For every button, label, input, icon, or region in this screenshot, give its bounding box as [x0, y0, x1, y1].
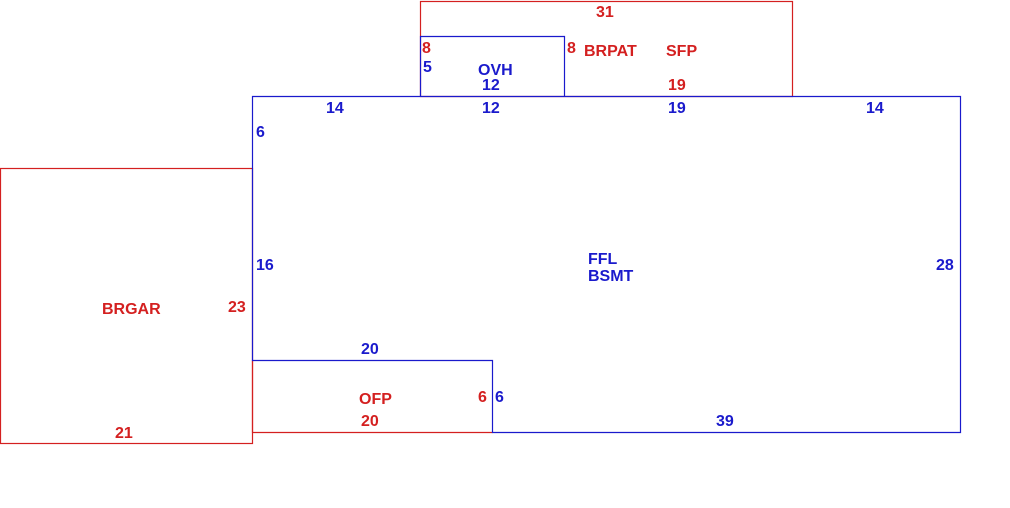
main-top-ovh-dim: 12 — [482, 100, 500, 117]
ovh-bottom-dim: 12 — [482, 77, 500, 94]
garage-right-dim: 23 — [228, 299, 246, 316]
patio-top-dim: 31 — [596, 4, 614, 21]
porch-outline — [251, 360, 493, 434]
main-right-dim: 28 — [936, 257, 954, 274]
main-top-left-dim: 14 — [326, 100, 344, 117]
patio-bottom-dim: 19 — [668, 77, 686, 94]
ovh-left-dim: 5 — [423, 59, 432, 76]
porch-area-code: OFP — [359, 391, 392, 408]
main-area-code: FFL — [588, 251, 618, 268]
main-bottom-dim: 39 — [716, 413, 734, 430]
overhang-area-code: OVH — [478, 62, 513, 79]
main-top-right-dim: 14 — [866, 100, 884, 117]
main-porch-right-dim: 6 — [495, 389, 504, 406]
main-left-upper-dim: 6 — [256, 124, 265, 141]
main-area-sub: BSMT — [588, 268, 634, 285]
patio-area-code: BRPAT — [584, 43, 637, 60]
overhang-outline — [419, 35, 566, 97]
patio-left-dim: 8 — [422, 40, 431, 57]
main-left-middle-dim: 16 — [256, 257, 274, 274]
patio-right-dim: 8 — [567, 40, 576, 57]
garage-area-code: BRGAR — [102, 301, 161, 318]
garage-bottom-dim: 21 — [115, 425, 133, 442]
porch-bottom-dim: 20 — [361, 413, 379, 430]
main-porch-top-dim: 20 — [361, 341, 379, 358]
main-top-patio-dim: 19 — [668, 100, 686, 117]
porch-right-dim: 6 — [478, 389, 487, 406]
main-structure-outline — [251, 95, 962, 434]
patio-area-sub: SFP — [666, 43, 697, 60]
